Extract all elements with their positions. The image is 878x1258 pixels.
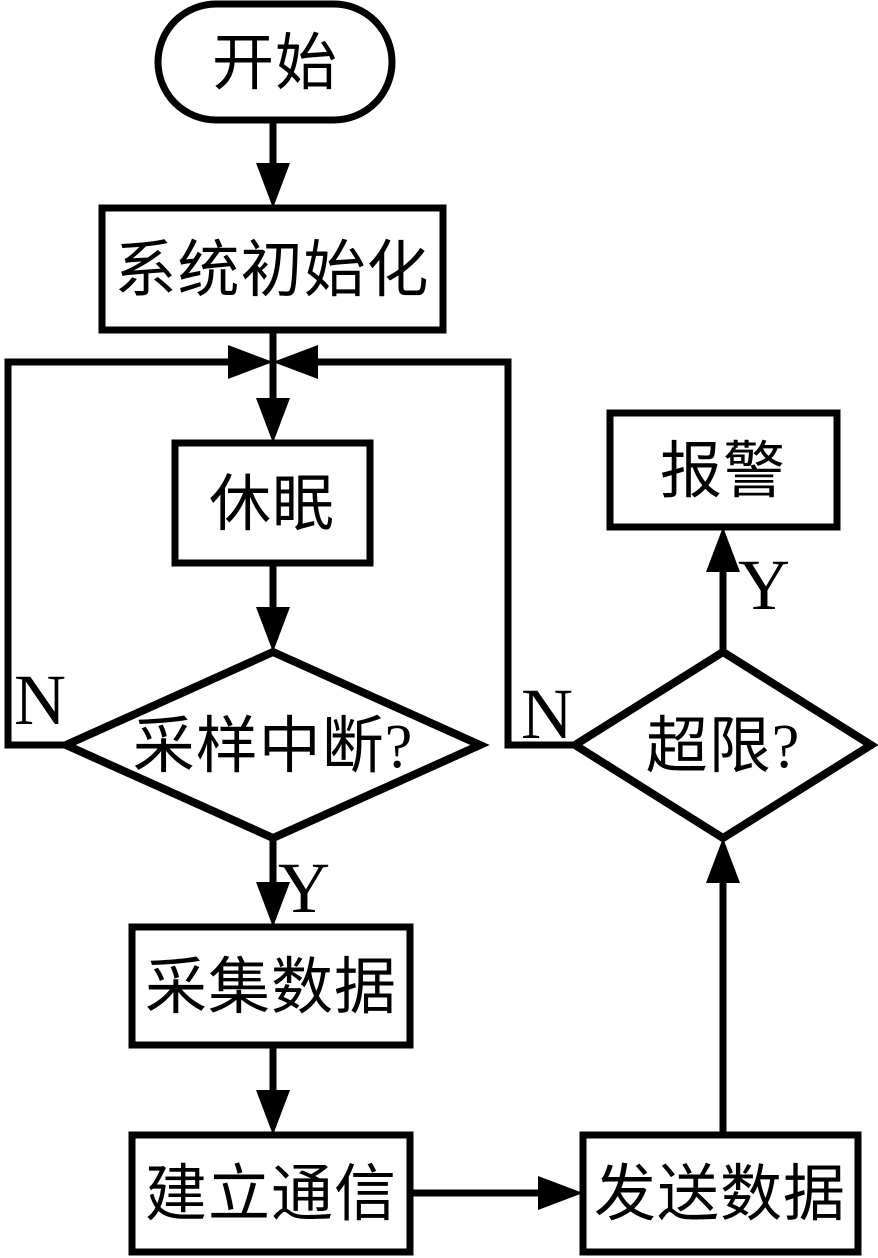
arrowhead-sample-collect xyxy=(256,882,290,927)
node-init xyxy=(98,204,447,334)
label-limit-no: N xyxy=(521,674,573,754)
label-sample-yes: Y xyxy=(278,848,330,928)
node-init-label: 系统初始化 xyxy=(114,237,429,305)
arrowhead-sleep-sample xyxy=(256,607,290,652)
node-alarm-label: 报警 xyxy=(660,438,786,506)
label-limit-yes: Y xyxy=(738,545,790,625)
node-over-limit xyxy=(567,647,878,843)
node-start xyxy=(154,0,396,124)
node-collect-data xyxy=(128,923,414,1049)
edge-sample-no-loop xyxy=(4,358,230,749)
node-start-label: 开始 xyxy=(212,30,338,98)
label-sample-no: N xyxy=(14,660,66,740)
node-send-data xyxy=(579,1131,862,1256)
arrowhead-init-sleep xyxy=(256,398,290,443)
node-alarm xyxy=(606,409,841,531)
node-sleep xyxy=(171,439,374,567)
arrowhead-send-limit xyxy=(706,838,740,883)
arrowhead-limit-no-loop xyxy=(273,345,318,379)
node-establish-comm xyxy=(128,1131,414,1256)
node-over-limit-label: 超限? xyxy=(646,713,801,781)
arrowhead-limit-alarm xyxy=(706,527,740,572)
node-sample-interrupt-label: 采样中断? xyxy=(133,713,414,781)
arrowhead-sample-no-loop xyxy=(228,345,273,379)
node-establish-comm-label: 建立通信 xyxy=(145,1161,397,1229)
node-send-data-label: 发送数据 xyxy=(594,1161,846,1229)
edge-limit-no-loop xyxy=(318,358,575,749)
node-sample-interrupt xyxy=(56,647,490,843)
arrowhead-collect-comm xyxy=(256,1090,290,1135)
node-sleep-label: 休眠 xyxy=(209,471,335,539)
node-collect-data-label: 采集数据 xyxy=(145,954,397,1022)
arrowhead-comm-send xyxy=(538,1176,583,1210)
arrowhead-start-init xyxy=(256,163,290,208)
